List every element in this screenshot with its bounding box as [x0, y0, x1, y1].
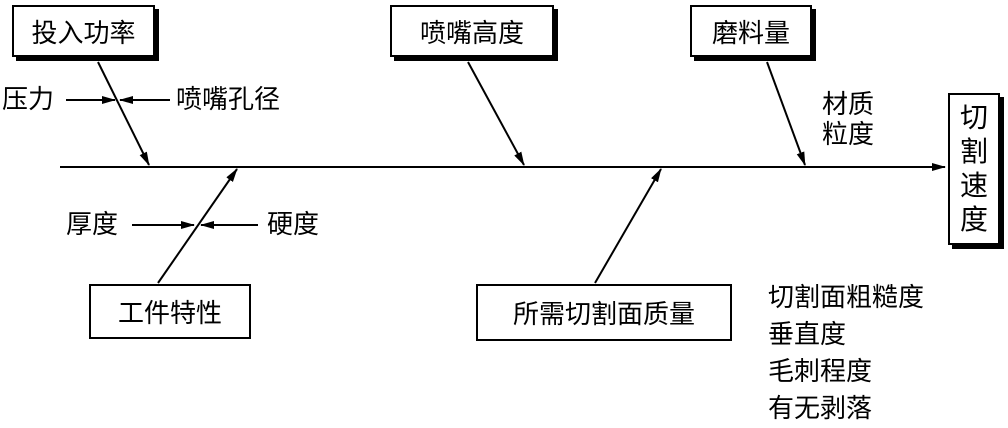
quality-items-list: 切割面粗糙度 垂直度 毛刺程度 有无剥落: [768, 280, 924, 428]
quality-item: 有无剥落: [768, 394, 873, 424]
branch-surface-quality: [594, 168, 662, 284]
cause-box-input-power: 投入功率: [12, 5, 155, 57]
label-thickness: 厚度: [66, 210, 119, 240]
branch-input-power: [97, 61, 150, 166]
label-nozzle-bore: 喷嘴孔径: [176, 85, 281, 115]
cause-box-nozzle-height: 喷嘴高度: [390, 5, 554, 57]
effect-box-cutting-speed: 切 割 速 度: [948, 93, 1000, 245]
label-granularity: 粒度: [822, 120, 875, 150]
branch-abrasive-amount: [766, 61, 806, 166]
label-pressure: 压力: [2, 85, 55, 115]
cause-box-surface-quality: 所需切割面质量: [476, 284, 732, 341]
quality-item: 毛刺程度: [768, 357, 873, 387]
label-abrasive-properties: 材质 粒度: [822, 90, 874, 150]
branch-workpiece-properties: [157, 168, 238, 284]
effect-char-1: 切: [959, 101, 988, 134]
quality-item: 垂直度: [768, 320, 847, 350]
effect-char-4: 度: [959, 203, 988, 236]
label-material: 材质: [822, 90, 875, 120]
branch-nozzle-height: [467, 61, 525, 166]
cause-box-abrasive-amount: 磨料量: [690, 5, 812, 57]
cause-box-workpiece-properties: 工件特性: [89, 284, 251, 339]
label-hardness: 硬度: [267, 210, 320, 240]
quality-item: 切割面粗糙度: [768, 283, 925, 313]
effect-char-3: 速: [959, 169, 988, 202]
effect-char-2: 割: [959, 135, 988, 168]
